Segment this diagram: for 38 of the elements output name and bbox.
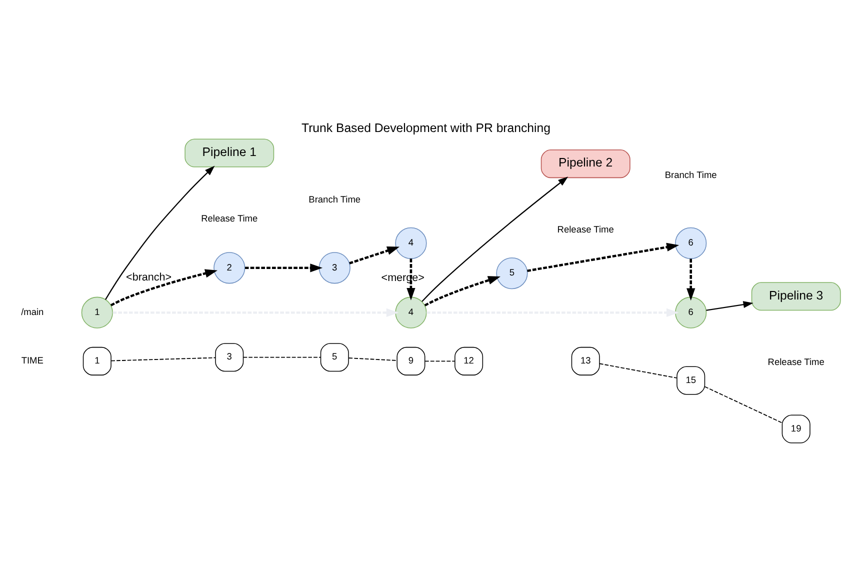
label: Branch Time: [664, 169, 717, 180]
arrow: [406, 258, 416, 300]
node-box: Pipeline 3: [751, 282, 841, 310]
arrow: [527, 242, 680, 272]
arrow: [686, 258, 696, 300]
node-circle: 5: [496, 256, 528, 289]
arrow: [349, 246, 400, 264]
arrow: [110, 268, 218, 306]
node-box: Pipeline 1: [184, 138, 274, 167]
arrow: [706, 300, 754, 310]
node-circle: 2: [214, 252, 246, 284]
node-circle: 3: [318, 252, 350, 284]
arrow: [245, 263, 323, 272]
node-box: Pipeline 2: [540, 149, 630, 178]
node-circle: 6: [675, 296, 707, 328]
connector: [348, 357, 398, 360]
label: Branch Time: [308, 194, 361, 204]
node-circle: 4: [395, 296, 427, 328]
node-circle: 1: [81, 296, 113, 328]
arrow: [426, 308, 679, 316]
label: Release Time: [201, 213, 258, 224]
connector: [704, 386, 782, 423]
arrow: [112, 308, 399, 316]
connector: [424, 360, 456, 362]
node-circle: 6: [675, 226, 707, 259]
label: Release Time: [768, 356, 824, 367]
diagram-title: Trunk Based Development with PR branching: [302, 120, 550, 135]
connector: [599, 362, 678, 378]
arrow: [422, 176, 568, 302]
label: Release Time: [557, 224, 614, 234]
label: /main: [21, 306, 44, 316]
edge-label: <branch>: [126, 270, 172, 283]
connector: [242, 356, 321, 358]
node-circle: 4: [395, 226, 427, 259]
connector: [110, 356, 216, 361]
label: TIME: [21, 355, 44, 366]
arrow: [105, 165, 215, 300]
arrow: [424, 276, 500, 306]
